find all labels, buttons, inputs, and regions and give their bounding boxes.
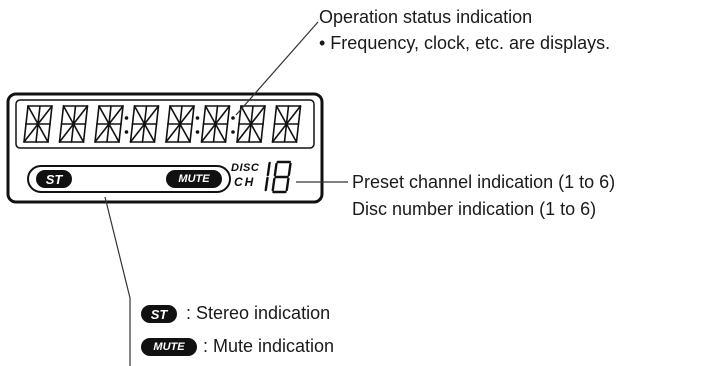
segment-character <box>200 105 231 143</box>
segment-character <box>58 105 89 143</box>
separator-dot <box>124 116 129 120</box>
ch-label: CH <box>234 175 256 189</box>
disc-label: DISC <box>231 162 260 174</box>
segment-character <box>236 105 266 143</box>
segment-character <box>129 105 160 143</box>
mute-indicator: MUTE <box>166 170 222 188</box>
separator-dot <box>195 130 200 134</box>
mute-legend-text: : Mute indication <box>203 336 335 356</box>
channel-digits: 18 <box>262 160 298 194</box>
st-indicator: ST <box>36 170 72 188</box>
segment-character <box>165 105 195 143</box>
separator-dot <box>231 116 235 120</box>
separator-dot <box>124 130 129 134</box>
separator-dot <box>195 116 200 120</box>
mute-badge-icon: MUTE <box>141 338 197 356</box>
segment-characters <box>23 105 302 143</box>
preset-channel-text: Preset channel indication (1 to 6) <box>352 172 616 192</box>
lcd-segment-area <box>15 99 315 149</box>
status-leader-line <box>235 21 319 116</box>
st-badge-icon: ST <box>141 305 177 323</box>
status-title: Operation status indication <box>319 7 533 27</box>
disc-number-text: Disc number indication (1 to 6) <box>352 199 597 219</box>
status-detail: • Frequency, clock, etc. are displays. <box>319 33 611 53</box>
segment-character <box>271 105 302 143</box>
segment-character <box>23 105 53 143</box>
indicator-leader-line <box>104 196 131 366</box>
segment-character <box>94 105 124 143</box>
stereo-legend-text: : Stereo indication <box>186 303 331 323</box>
separator-dot <box>231 130 235 134</box>
